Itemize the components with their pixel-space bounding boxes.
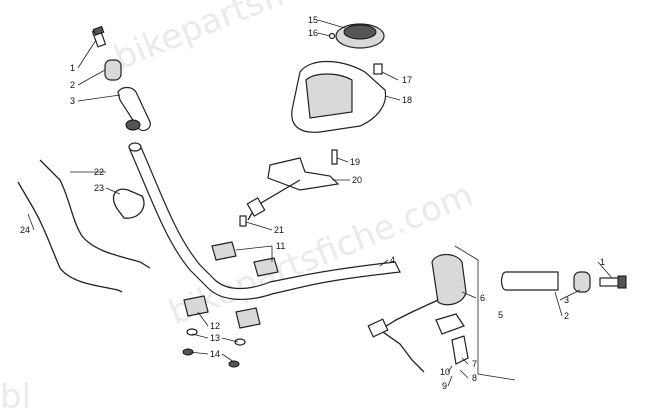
callout-24: 24 [20, 225, 30, 235]
bracket-screw [239, 215, 247, 227]
bracket-clamp [246, 197, 266, 217]
callout-20: 20 [352, 175, 362, 185]
callout-18: 18 [402, 95, 412, 105]
callout-1-right: 1 [600, 257, 605, 267]
nut-right [228, 360, 240, 368]
right-bolt-head [617, 275, 627, 289]
callout-1-left: 1 [70, 63, 75, 73]
lower-clamp-right [235, 307, 261, 329]
gauge-face [343, 24, 377, 40]
callout-12: 12 [210, 321, 220, 331]
callout-10: 10 [440, 367, 450, 377]
switch-housing [431, 253, 467, 306]
switch-group-bracket [454, 245, 516, 381]
right-control-assembly [367, 245, 516, 381]
callout-8: 8 [472, 373, 477, 383]
brake-cable [17, 181, 123, 293]
handlebar-end-left [128, 142, 142, 152]
callout-13: 13 [210, 333, 220, 343]
bracket-assembly [239, 149, 340, 227]
callout-6: 6 [480, 293, 485, 303]
left-grip [117, 86, 151, 132]
switch-connector [367, 318, 389, 338]
right-bar-end-weight [573, 271, 591, 293]
throttle-cable [39, 159, 151, 269]
right-grip-assembly [500, 271, 627, 293]
watermark-corner: bl [0, 377, 31, 412]
callout-numbers: 1 2 3 4 5 6 7 8 9 10 11 12 13 14 15 16 1… [20, 15, 605, 391]
left-grip-end [125, 119, 141, 131]
callout-21: 21 [274, 225, 284, 235]
callout-15: 15 [308, 15, 318, 25]
callout-3-right: 3 [564, 295, 569, 305]
gauge-assembly [291, 23, 387, 133]
callout-17: 17 [402, 75, 412, 85]
handlebar [129, 144, 401, 300]
cable-clip [112, 188, 145, 219]
switch-cover [435, 313, 465, 335]
callout-22: 22 [94, 167, 104, 177]
callout-5: 5 [498, 310, 503, 320]
left-bolt-head [92, 25, 105, 36]
switch-harness [378, 299, 439, 373]
watermark-lower: bikepartsfiche.com [163, 175, 478, 333]
callout-9: 9 [442, 381, 447, 391]
gauge-screw [328, 32, 336, 40]
callout-2-left: 2 [70, 80, 75, 90]
mount-bracket [267, 157, 340, 191]
callout-3-left: 3 [70, 96, 75, 106]
callout-2-right: 2 [564, 311, 569, 321]
upper-clamp-right [253, 257, 279, 277]
pod-opening [305, 73, 353, 119]
right-grip [500, 271, 559, 291]
callout-23: 23 [94, 183, 104, 193]
throttle-lever [451, 335, 469, 365]
callout-4: 4 [390, 255, 395, 265]
upper-clamp-left [211, 241, 237, 261]
callout-14: 14 [210, 349, 220, 359]
cable-assembly [17, 159, 151, 293]
bracket-bolt [331, 149, 338, 165]
callout-7: 7 [472, 359, 477, 369]
leader-lines [27, 19, 613, 387]
left-bar-end-weight [104, 59, 122, 81]
callout-19: 19 [350, 157, 360, 167]
washer-right [234, 338, 246, 346]
washer-left [186, 328, 198, 336]
callout-11: 11 [276, 241, 285, 251]
callout-16: 16 [308, 28, 318, 38]
pod-screw [373, 63, 383, 75]
clamp-assembly [182, 241, 279, 368]
lower-clamp-left [183, 295, 209, 317]
